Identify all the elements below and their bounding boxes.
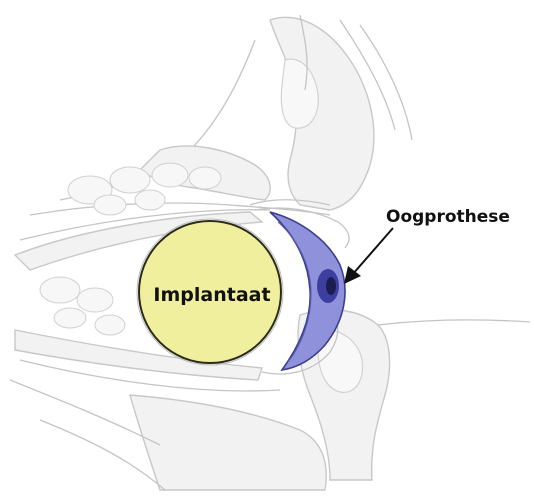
- orbital-fat-lower: [40, 277, 125, 335]
- implant-label: Implantaat: [153, 284, 270, 306]
- pointer-arrow-line: [352, 228, 393, 275]
- prosthesis-pointer: [344, 228, 393, 284]
- lower-anatomy: [10, 310, 530, 490]
- pupil: [326, 277, 336, 295]
- orbital-implant: Implantaat: [137, 219, 283, 365]
- prosthesis-label: Oogprothese: [386, 207, 510, 227]
